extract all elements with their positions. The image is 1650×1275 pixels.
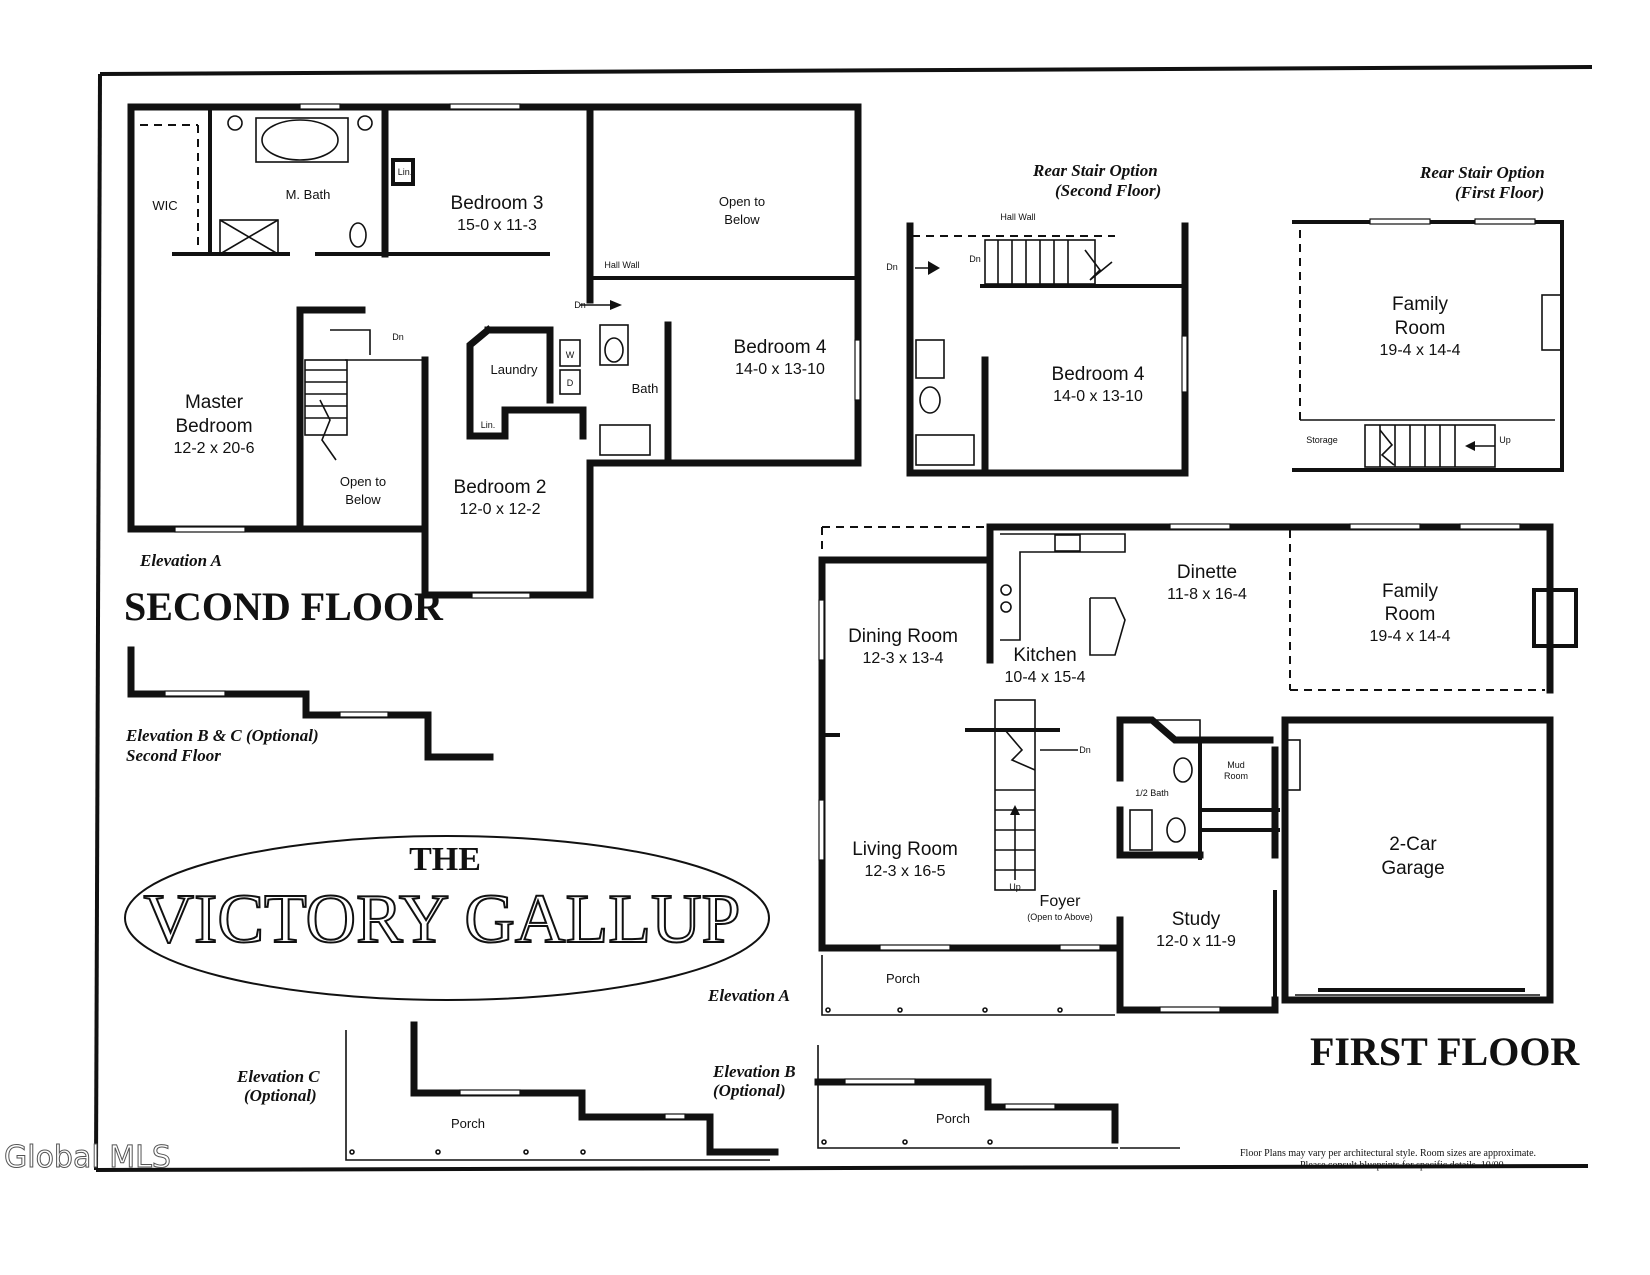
master-bedroom-dimensions: 12-2 x 20-6 [174, 440, 255, 457]
victory-gallup-logo: THE VICTORY GALLUP [124, 835, 770, 1001]
rear-stair-second-caption1: Rear Stair Option [1032, 161, 1158, 180]
study-dimensions: 12-0 x 11-9 [1156, 933, 1236, 950]
washer-label: W [566, 350, 575, 360]
dn-label-2: Dn [392, 332, 404, 342]
rear-stair-first-floor: Rear Stair Option (First Floor) Family R… [1292, 163, 1564, 472]
first-floor-plan [818, 523, 1578, 1016]
family-room-label-1: Family [1382, 581, 1438, 602]
logo-the: THE [409, 841, 481, 878]
elevation-c-line2: (Optional) [244, 1086, 317, 1105]
sheet-frame [94, 65, 1593, 1172]
dinette-dimensions: 11-8 x 16-4 [1167, 586, 1247, 603]
elevation-b-porch: Porch [936, 1111, 970, 1126]
second-floor-elevation-label: Elevation A [139, 551, 222, 570]
kitchen-dimensions: 10-4 x 15-4 [1005, 669, 1086, 686]
rear-stair-second-caption2: (Second Floor) [1055, 181, 1161, 200]
first-floor-heading: FIRST FLOOR [1310, 1029, 1580, 1074]
disclaimer-line1: Floor Plans may vary per architectural s… [1240, 1148, 1536, 1159]
rear-stair-first-caption2: (First Floor) [1455, 183, 1544, 202]
wic-label: WIC [152, 198, 177, 213]
open-below-top-line2: Below [724, 212, 760, 227]
open-below-top-line1: Open to [719, 194, 765, 209]
first-floor-labels: Dinette 11-8 x 16-4 Family Room 19-4 x 1… [707, 562, 1580, 1074]
linen-label-2: Lin. [481, 420, 496, 430]
laundry-label: Laundry [491, 362, 538, 377]
garage-label-2: Garage [1381, 858, 1444, 879]
garage-label-1: 2-Car [1389, 834, 1437, 855]
linen-label-1: Lin. [398, 167, 413, 177]
first-floor-dn-label: Dn [1079, 745, 1091, 755]
dining-room-dimensions: 12-3 x 13-4 [863, 650, 944, 667]
mud-room-label-1: Mud [1227, 760, 1245, 770]
first-floor-porch-label: Porch [886, 971, 920, 986]
dinette-label: Dinette [1177, 562, 1237, 583]
foyer-label: Foyer [1040, 893, 1082, 910]
family-room-label-2: Room [1385, 604, 1436, 625]
bedroom4-dimensions: 14-0 x 13-10 [735, 361, 825, 378]
master-bedroom-label-2: Bedroom [175, 416, 252, 437]
first-floor-elevation-label: Elevation A [707, 986, 790, 1005]
global-mls-watermark: Global MLS [4, 1140, 172, 1176]
rear-stair-second-dn-2: Dn [969, 254, 981, 264]
rear-stair-first-up: Up [1499, 435, 1511, 445]
study-label: Study [1172, 909, 1221, 930]
living-room-label: Living Room [852, 839, 958, 860]
elevation-b-line1: Elevation B [712, 1062, 796, 1081]
dining-room-label: Dining Room [848, 626, 958, 647]
elevation-c-line1: Elevation C [236, 1067, 320, 1086]
open-below-mid-line2: Below [345, 492, 381, 507]
bedroom3-label: Bedroom 3 [451, 193, 544, 214]
rear-stair-first-family-dimensions: 19-4 x 14-4 [1380, 342, 1461, 359]
rear-stair-first-caption1: Rear Stair Option [1419, 163, 1545, 182]
master-bedroom-label-1: Master [185, 392, 244, 413]
open-below-mid-line1: Open to [340, 474, 386, 489]
bedroom4-label: Bedroom 4 [734, 337, 827, 358]
rear-stair-second-dn-1: Dn [886, 262, 898, 272]
rear-stair-first-storage: Storage [1306, 435, 1338, 445]
bedroom3-dimensions: 15-0 x 11-3 [457, 217, 537, 234]
dryer-label: D [567, 378, 574, 388]
second-floor-plan [127, 103, 862, 599]
rear-stair-second-floor: Rear Stair Option (Second Floor) Hall Wa… [886, 161, 1189, 477]
elevation-c-porch: Porch [451, 1116, 485, 1131]
rear-stair-second-bedroom4-label: Bedroom 4 [1052, 364, 1145, 385]
foyer-note: (Open to Above) [1027, 912, 1093, 922]
disclaimer: Floor Plans may vary per architectural s… [1240, 1148, 1536, 1171]
kitchen-label: Kitchen [1013, 645, 1076, 666]
elevation-b-line2: (Optional) [713, 1081, 786, 1100]
elevation-b-plan: Elevation B (Optional) Porch [712, 1045, 1180, 1149]
rear-stair-first-family-label-2: Room [1395, 318, 1446, 339]
dn-label-1: Dn [574, 300, 586, 310]
bedroom2-dimensions: 12-0 x 12-2 [460, 501, 541, 518]
mud-room-label-2: Room [1224, 771, 1248, 781]
second-floor-labels: WIC M. Bath Lin. Bedroom 3 15-0 x 11-3 O… [124, 167, 827, 629]
elevation-bc-line1: Elevation B & C (Optional) [125, 726, 319, 745]
elevation-bc-second-floor: Elevation B & C (Optional) Second Floor [125, 646, 494, 765]
bedroom2-label: Bedroom 2 [454, 477, 547, 498]
rear-stair-first-family-label-1: Family [1392, 294, 1448, 315]
second-floor-heading: SECOND FLOOR [124, 584, 444, 629]
hall-wall-label: Hall Wall [604, 260, 639, 270]
rear-stair-second-bedroom4-dimensions: 14-0 x 13-10 [1053, 388, 1143, 405]
elevation-c-plan: Elevation C (Optional) Porch [236, 1021, 779, 1161]
disclaimer-line2: Please consult blueprints for specific d… [1300, 1160, 1504, 1171]
logo-name: VICTORY GALLUP [144, 881, 741, 958]
rear-stair-second-hall-wall: Hall Wall [1000, 212, 1035, 222]
half-bath-label: 1/2 Bath [1135, 788, 1169, 798]
living-room-dimensions: 12-3 x 16-5 [865, 863, 946, 880]
family-room-dimensions: 19-4 x 14-4 [1370, 628, 1451, 645]
master-bath-label: M. Bath [286, 187, 331, 202]
bath-label: Bath [632, 381, 659, 396]
elevation-bc-line2: Second Floor [126, 746, 221, 765]
stair-up-label: Up [1009, 882, 1021, 892]
